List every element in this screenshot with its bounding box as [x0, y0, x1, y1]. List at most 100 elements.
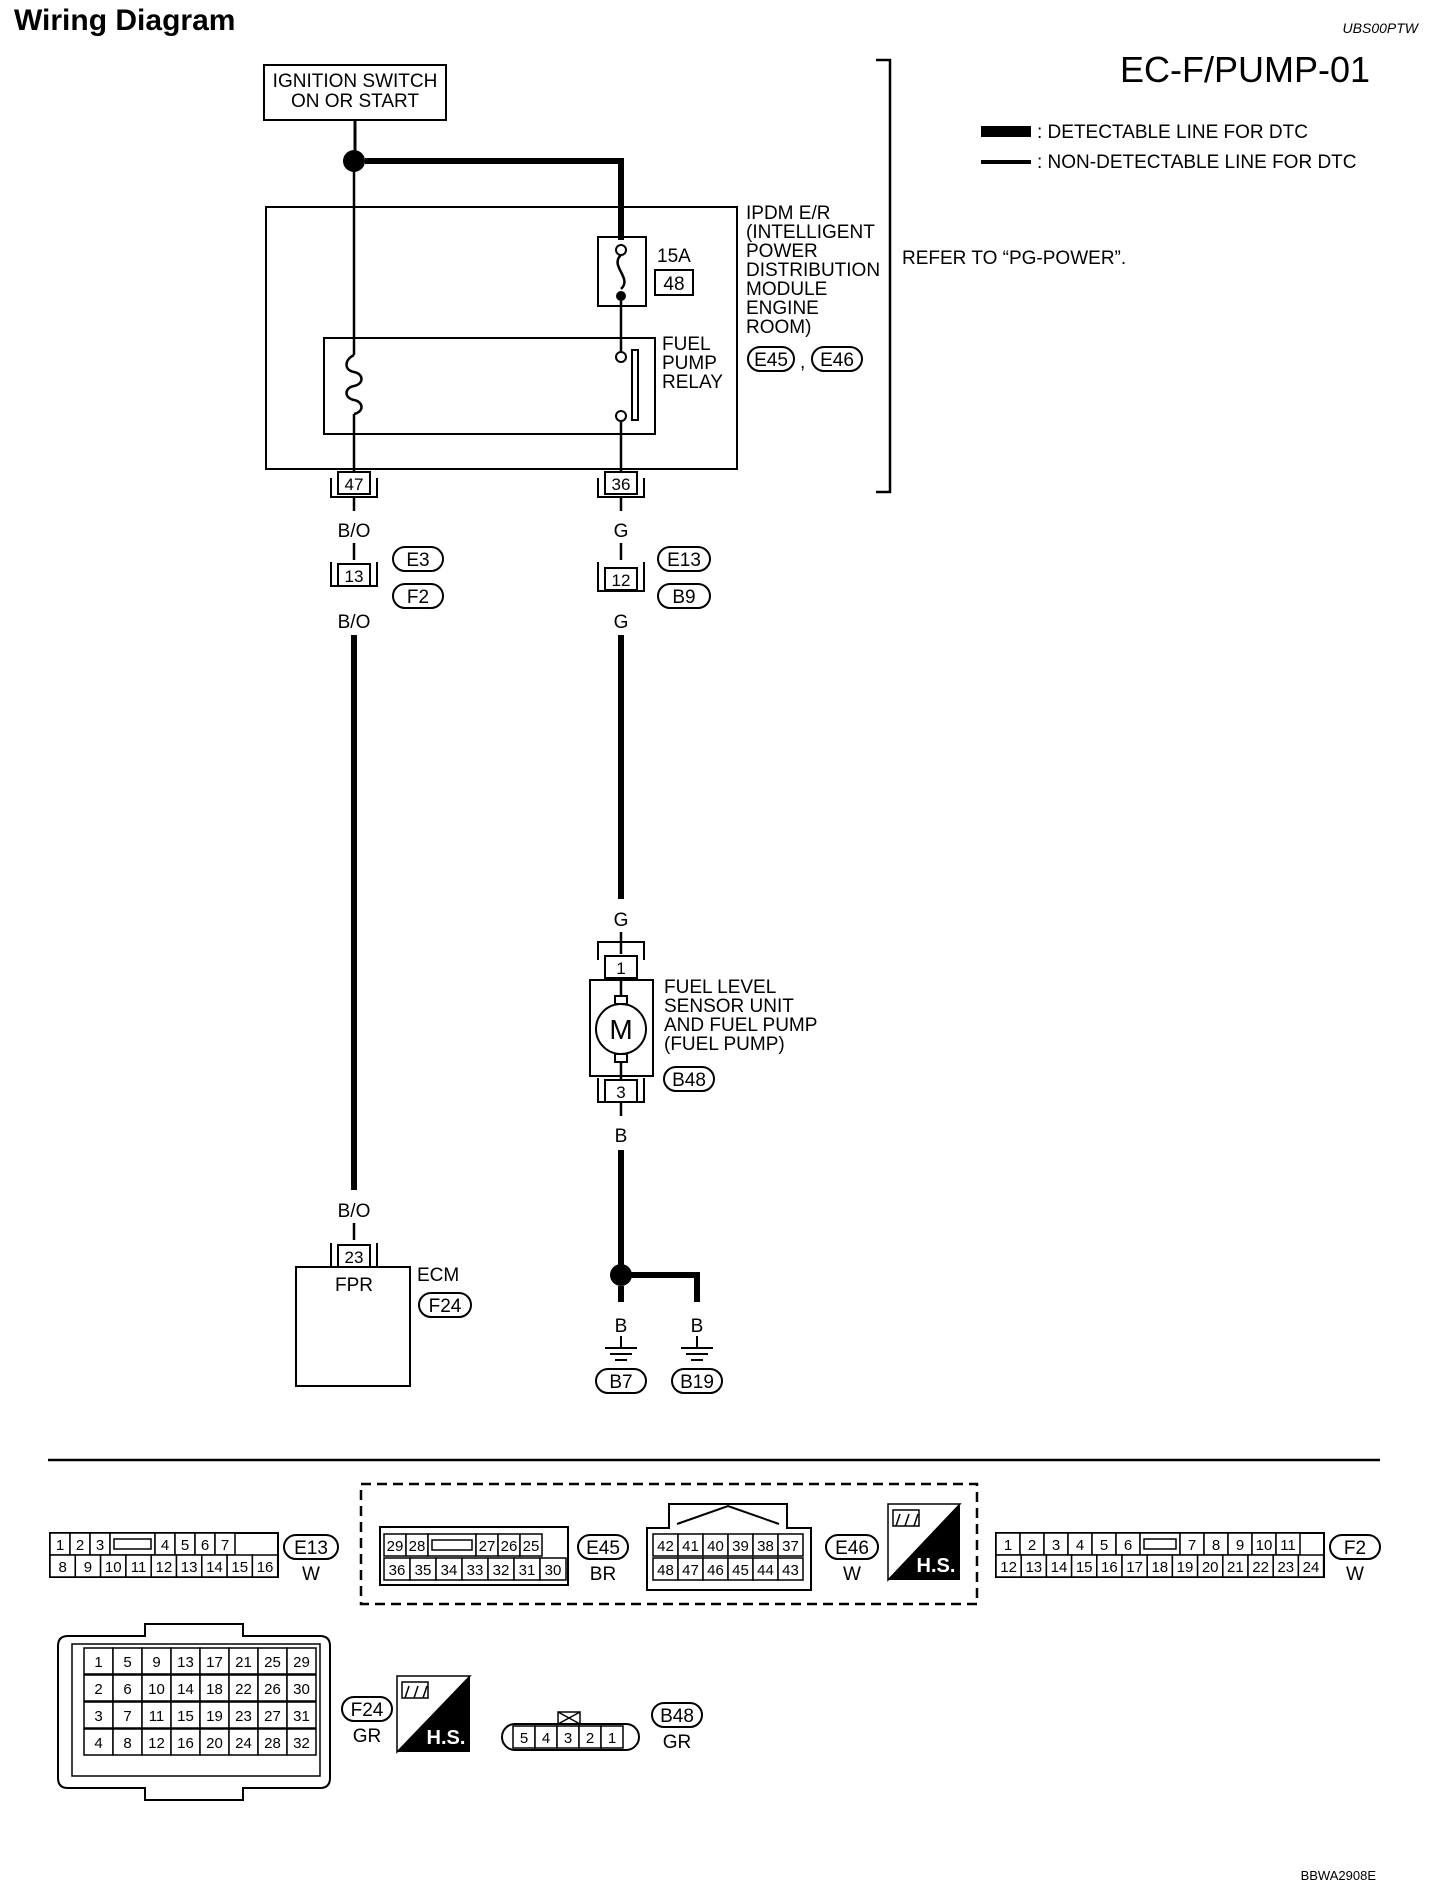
fuse-feed-wire: [365, 158, 624, 240]
e45-pin-29: 29: [387, 1538, 404, 1555]
relay-label-1: FUEL: [662, 334, 711, 355]
connector-e45-label: E45: [754, 350, 788, 371]
wire-color-g-1: G: [614, 521, 629, 542]
ecm-label: ECM: [417, 1265, 459, 1286]
fuse-terminal-top: [615, 244, 627, 256]
b48-pin-2: 2: [586, 1730, 594, 1747]
pin-cell: [257, 1674, 288, 1702]
e46-pin-39: 39: [732, 1538, 749, 1555]
pump-top-bracket: [597, 941, 645, 960]
f2-pin-13: 13: [1025, 1559, 1042, 1576]
ground-tag-b19: [671, 1368, 723, 1394]
f2-pin-8: 8: [1212, 1537, 1220, 1554]
connector-key: [1139, 1532, 1181, 1556]
connector-tag-b9: [657, 583, 711, 609]
joint-pin-12: 12: [612, 571, 631, 590]
joint-12-box: [604, 567, 638, 591]
ipdm-bracket: [876, 58, 892, 494]
f24-pin-32: 32: [293, 1735, 310, 1752]
pin-cell: [83, 1701, 114, 1729]
f24-pin-4: 4: [94, 1735, 102, 1752]
connector-tag-e46: [811, 346, 863, 372]
hs-label-1: H.S.: [917, 1555, 956, 1577]
ignition-line2: ON OR START: [291, 91, 419, 112]
svg-text:,: ,: [800, 352, 805, 373]
e13-pin-14: 14: [206, 1559, 223, 1576]
b48-pin-4: 4: [542, 1730, 550, 1747]
f24-pin-30: 30: [293, 1681, 310, 1698]
f24-pin-29: 29: [293, 1654, 310, 1671]
f24-pin-20: 20: [206, 1735, 223, 1752]
connector-b48-label: B48: [672, 1070, 706, 1091]
connector-view-e46-id: E46: [835, 1538, 869, 1559]
f24-pin-11: 11: [149, 1708, 165, 1725]
pin-cell: [251, 1554, 279, 1578]
connector-view-tag-e45: [577, 1534, 629, 1560]
b48-pin-3: 3: [564, 1730, 572, 1747]
pin-cell: [199, 1674, 230, 1702]
pin-cell: [83, 1674, 114, 1702]
e46-pin-42: 42: [657, 1538, 674, 1555]
joint-pin-13: 13: [345, 567, 364, 586]
connector-key: [427, 1533, 477, 1557]
connector-e3-label: E3: [406, 550, 429, 571]
f24-pin-23: 23: [235, 1708, 252, 1725]
f24-pin-24: 24: [235, 1735, 252, 1752]
fuse-terminal-bottom: [616, 291, 626, 301]
e46-pin-46: 46: [707, 1562, 724, 1579]
pin-cell: [286, 1647, 317, 1675]
pin-cell: [141, 1647, 172, 1675]
legend-thick-line: [981, 126, 1031, 137]
e13-pin-2: 2: [76, 1537, 84, 1554]
e13-pin-13: 13: [181, 1559, 198, 1576]
pump-label-4: (FUEL PUMP): [664, 1034, 785, 1055]
connector-key-slot: [113, 1538, 152, 1550]
e46-pin-47: 47: [682, 1562, 699, 1579]
connector-view-b48-color: GR: [663, 1732, 692, 1753]
e46-pin-48: 48: [657, 1562, 674, 1579]
connector-view-e13-color: W: [302, 1564, 320, 1585]
connector-tag-f24: [418, 1292, 472, 1318]
e13-pin-15: 15: [231, 1559, 248, 1576]
footer-code: BBWA2908E: [1301, 1868, 1377, 1883]
fuse-number-box: [654, 269, 694, 296]
relay-contact-top: [615, 351, 627, 363]
f24-pin-17: 17: [206, 1654, 223, 1671]
ground-splice: [610, 1264, 632, 1286]
pin-cell: [170, 1674, 201, 1702]
f2-pin-7: 7: [1188, 1537, 1196, 1554]
e13-pin-7: 7: [221, 1537, 229, 1554]
f24-pin-21: 21: [235, 1654, 252, 1671]
pin-cell: [286, 1674, 317, 1702]
e46-pin-40: 40: [707, 1538, 724, 1555]
e45-pin-35: 35: [415, 1562, 432, 1579]
connector-f24-label: F24: [429, 1296, 462, 1317]
pin-cell: [228, 1728, 259, 1756]
f2-pin-12: 12: [1000, 1559, 1017, 1576]
e13-pin-6: 6: [201, 1537, 209, 1554]
f2-pin-2: 2: [1028, 1537, 1036, 1554]
pump-label-2: SENSOR UNIT: [664, 996, 794, 1017]
terminal-47: 47: [345, 475, 364, 494]
f24-pin-22: 22: [235, 1681, 252, 1698]
wire-color-g-3: G: [614, 910, 629, 931]
f24-pin-9: 9: [152, 1654, 160, 1671]
e46-pin-44: 44: [757, 1562, 774, 1579]
f24-pin-25: 25: [264, 1654, 281, 1671]
pin-cell: [199, 1647, 230, 1675]
connector-view-f2-id: F2: [1344, 1538, 1366, 1559]
wire-color-bo-1: B/O: [338, 521, 371, 542]
ipdm-connector-group: [359, 1482, 979, 1606]
harness-side-icon: H.S.: [887, 1503, 962, 1582]
pin-cell: [1297, 1554, 1325, 1578]
ipdm-er-box: [265, 206, 738, 470]
e13-pin-1: 1: [56, 1537, 64, 1554]
b48-pin-1: 1: [608, 1730, 616, 1747]
e13-pin-11: 11: [131, 1559, 147, 1576]
f24-pin-14: 14: [177, 1681, 194, 1698]
ipdm-label-4: DISTRIBUTION: [746, 260, 880, 281]
f24-pin-28: 28: [264, 1735, 281, 1752]
connector-tag-e3: [392, 546, 444, 572]
